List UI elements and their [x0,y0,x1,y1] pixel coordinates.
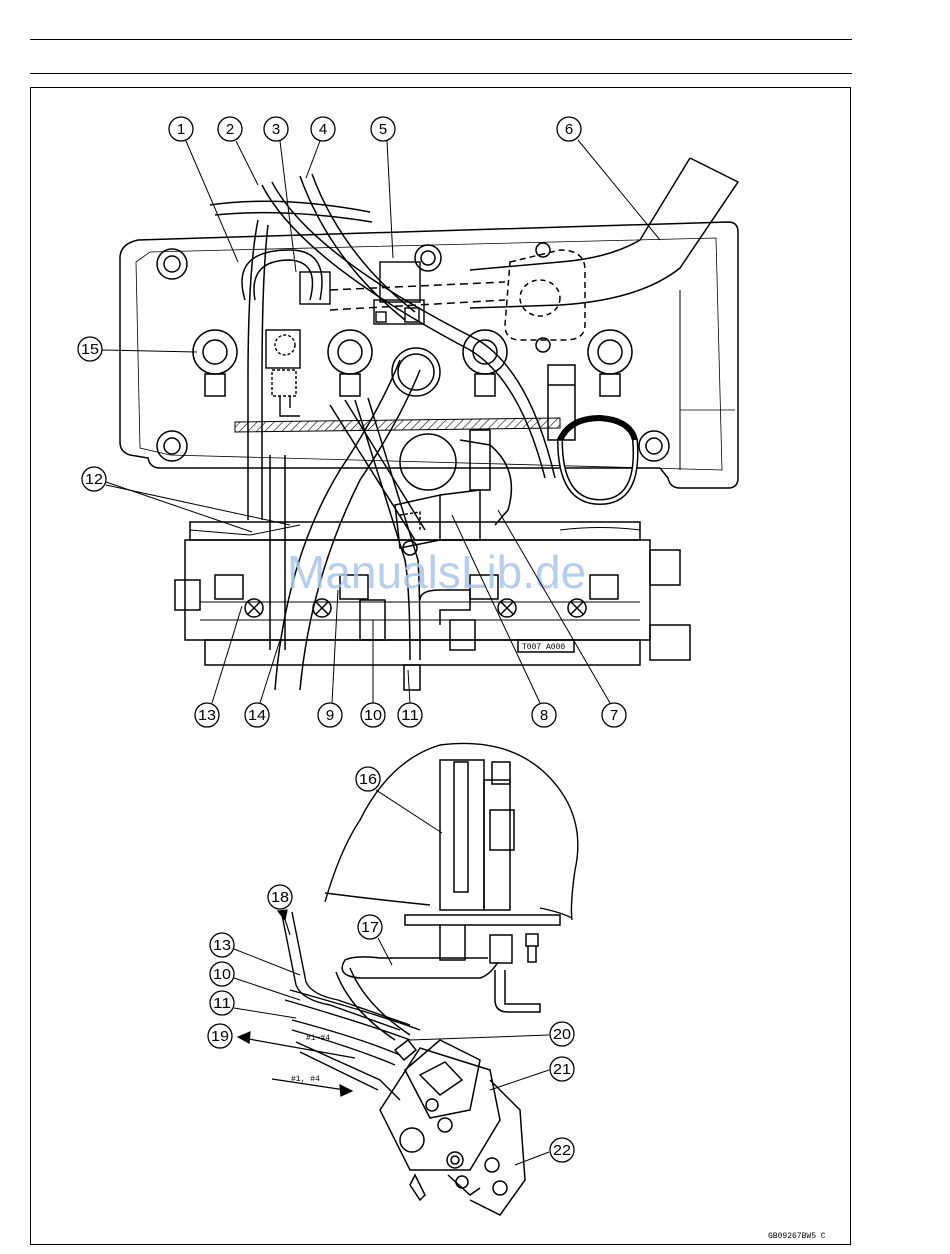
callout-leader-21 [490,1070,549,1090]
callout-label-11: 11 [401,707,419,724]
callout-leader-4 [306,141,320,178]
cylinder-head-cover [120,222,738,502]
callout-label-11: 11 [213,995,231,1012]
fuel-pump [405,760,560,963]
figure-code: GB09267BW5 C [768,1232,826,1241]
callout-label-10: 10 [364,707,382,724]
callout-label-6: 6 [565,121,573,138]
callout-leader-9 [332,590,338,703]
solenoid-valve [266,262,424,416]
callout-label-20: 20 [553,1026,571,1043]
callout-leader-15 [102,350,197,352]
callout-leader-16 [376,790,442,833]
throttle-body-lower [380,1040,525,1215]
callout-label-13: 13 [213,937,231,954]
callout-label-4: 4 [319,121,327,138]
fuel-hose [336,957,540,1040]
callout-label-5: 5 [379,121,387,138]
breather-hose [330,158,738,440]
callout-label-22: 22 [553,1142,571,1159]
callout-label-10: 10 [213,966,231,983]
watermark: ManualsLib.de [287,546,586,598]
callout-leader-5 [387,141,393,258]
callout-label-19: 19 [211,1028,229,1045]
hose-label-cylinders-1-4: #1, #4 [291,1075,320,1084]
callout-leader-1 [186,141,238,262]
callout-label-8: 8 [540,707,548,724]
callout-label-9: 9 [326,707,334,724]
callout-label-2: 2 [226,121,234,138]
callout-label-1: 1 [177,121,185,138]
callout-leader-8 [452,515,540,703]
callout-leader-7 [498,510,610,703]
callout-leader-2 [236,141,258,185]
callout-leader-12 [106,482,252,532]
callout-leader-3 [280,141,296,272]
callout-leader-22 [515,1152,549,1165]
callout-leader-17 [378,938,392,965]
callout-leader-10 [234,978,300,1000]
callout-label-14: 14 [248,707,266,724]
callout-leader-11 [408,670,410,703]
hose-label-all-cylinders: #1~#4 [306,1034,330,1043]
callout-leader-20 [410,1035,549,1040]
callout-label-21: 21 [553,1061,571,1078]
callout-leader-13 [212,606,242,703]
callout-label-15: 15 [81,341,99,358]
callout-label-13: 13 [198,707,216,724]
callout-label-3: 3 [272,121,280,138]
callout-leader-11 [234,1008,296,1018]
callout-label-12: 12 [85,471,103,488]
plate-marking: T007 A000 [522,643,565,652]
callout-label-17: 17 [361,919,379,936]
callout-label-16: 16 [359,771,377,788]
callout-label-18: 18 [271,889,289,906]
lower-vacuum-hoses [282,912,420,1100]
callout-label-7: 7 [610,707,618,724]
